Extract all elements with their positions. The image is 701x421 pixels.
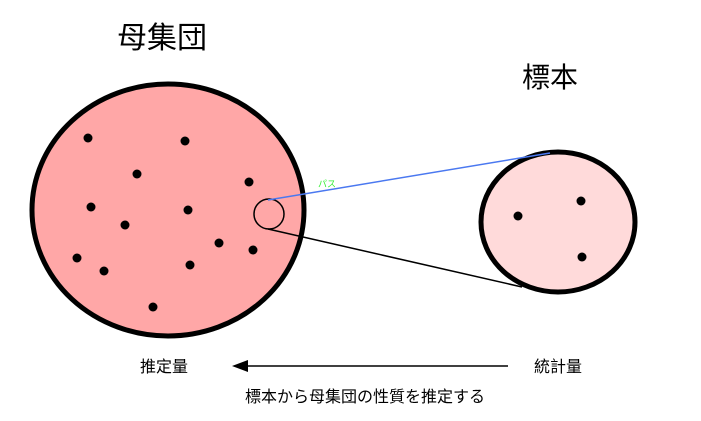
sample-title: 標本 — [522, 61, 579, 94]
caption: 標本から母集団の性質を推定する — [245, 387, 486, 406]
population-dot — [132, 169, 142, 179]
connector-lower — [267, 228, 523, 288]
population-dot — [180, 136, 190, 146]
population-dot — [120, 220, 130, 230]
estimator-label: 推定量 — [140, 357, 189, 376]
population-dot — [248, 245, 258, 255]
estimation-arrow-head — [232, 360, 248, 372]
sample-dot — [513, 211, 523, 221]
population-ellipse — [29, 81, 307, 339]
population-dot — [72, 253, 82, 263]
population-dot — [86, 202, 96, 212]
population-dot — [99, 266, 109, 276]
sample-dots — [513, 196, 587, 262]
path-hint-label: パス — [318, 180, 337, 190]
population-dots — [72, 133, 258, 312]
sample-dot — [577, 252, 587, 262]
population-dot — [148, 302, 158, 312]
sample-dot — [576, 196, 586, 206]
population-dot — [183, 205, 193, 215]
population-dot — [214, 238, 224, 248]
statistic-label: 統計量 — [534, 357, 583, 376]
population-title: 母集団 — [117, 21, 207, 56]
connector-upper — [267, 152, 551, 201]
sample-ellipse — [478, 149, 638, 295]
population-dot — [83, 133, 93, 143]
population-dot — [185, 260, 195, 270]
population-dot — [244, 177, 254, 187]
